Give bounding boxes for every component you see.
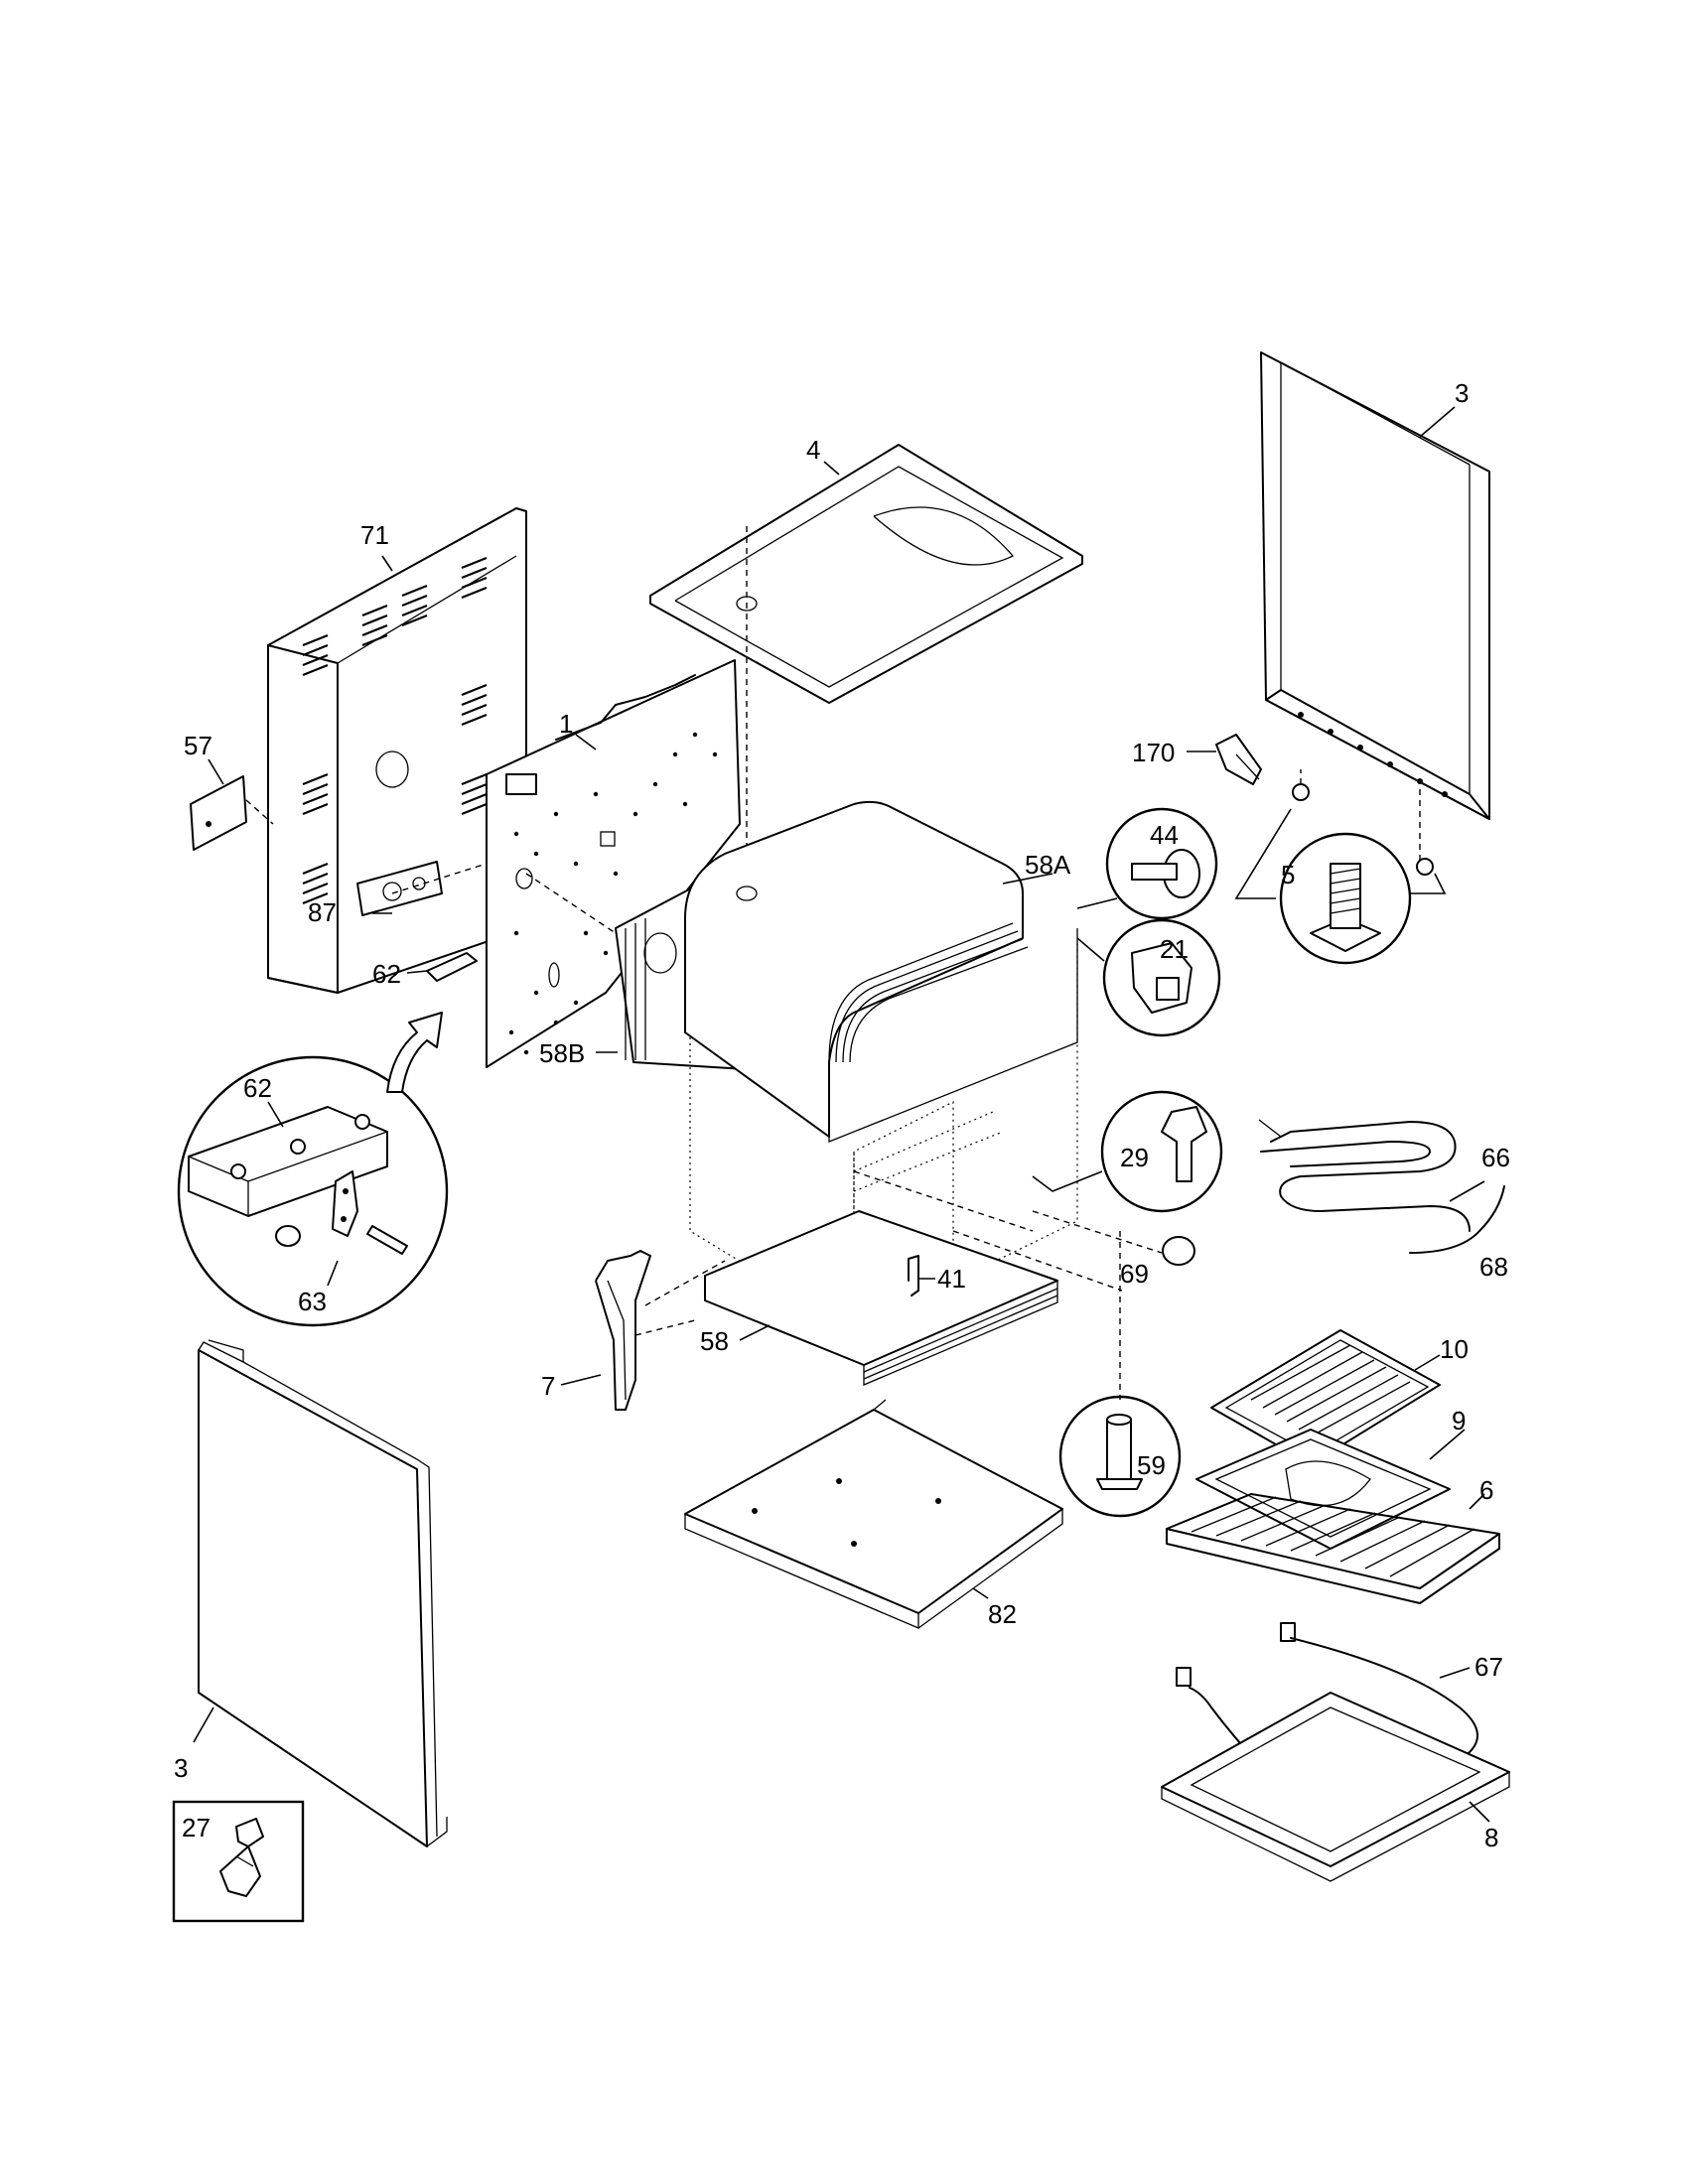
label-9: 9 [1452, 1406, 1466, 1435]
label-59: 59 [1137, 1450, 1166, 1480]
clip-41 [908, 1255, 935, 1297]
label-68: 68 [1479, 1252, 1508, 1282]
callout-box-27 [172, 1800, 305, 1923]
oven-cavity [689, 943, 1123, 1332]
label-67: 67 [1474, 1652, 1503, 1682]
bracket-170 [1187, 734, 1262, 785]
side-panel-3-right [1260, 351, 1490, 864]
label-82: 82 [988, 1599, 1017, 1629]
callout-circle-59 [1058, 1231, 1182, 1518]
label-41: 41 [937, 1264, 966, 1294]
callout-circle-62-63 [177, 1055, 449, 1327]
leveler-screws [1234, 769, 1447, 899]
oven-rack-6 [1166, 1493, 1500, 1604]
label-62-top: 62 [372, 959, 401, 989]
insulation-58a [684, 800, 1078, 1143]
top-plate-4 [649, 444, 1083, 893]
label-29: 29 [1120, 1143, 1149, 1172]
side-panel-3-left [193, 1339, 448, 1847]
label-87: 87 [308, 897, 337, 927]
bottom-panel-82 [684, 1399, 1063, 1629]
label-7: 7 [541, 1371, 555, 1401]
callout-circle-5 [1279, 832, 1412, 965]
label-21: 21 [1160, 934, 1189, 964]
broiler-grid-10 [1210, 1329, 1441, 1465]
part-labels: 71 57 87 62 62 63 1 4 58A 58B 58 41 7 82… [174, 378, 1510, 1852]
label-58a: 58A [1025, 850, 1071, 880]
callout-circle-21 [1076, 918, 1221, 1037]
broil-element-66 [1258, 1119, 1505, 1254]
label-44: 44 [1150, 820, 1179, 850]
insulation-58 [704, 1210, 1058, 1386]
label-27: 27 [182, 1813, 210, 1843]
bottom-pan-8 [1161, 1692, 1510, 1882]
label-4: 4 [806, 435, 820, 465]
label-170: 170 [1132, 738, 1175, 767]
label-8: 8 [1484, 1823, 1498, 1852]
leader-lines [208, 555, 597, 785]
label-3-right: 3 [1455, 378, 1469, 408]
label-69: 69 [1120, 1259, 1149, 1289]
label-1: 1 [559, 709, 573, 739]
terminal-block-62 [372, 912, 478, 1093]
plate-57 [190, 775, 274, 851]
callout-circle-29 [1032, 1090, 1223, 1213]
hinge-7 [560, 1250, 726, 1411]
label-5: 5 [1281, 860, 1295, 889]
label-58b: 58B [539, 1038, 585, 1068]
label-57: 57 [184, 731, 212, 760]
label-58: 58 [700, 1326, 729, 1356]
label-3-left: 3 [174, 1753, 188, 1783]
label-66: 66 [1481, 1143, 1510, 1172]
broiler-pan-9 [1195, 1429, 1466, 1550]
label-62-callout: 62 [243, 1073, 272, 1103]
label-10: 10 [1440, 1334, 1469, 1364]
label-6: 6 [1479, 1475, 1493, 1505]
label-63: 63 [298, 1287, 327, 1316]
callout-circle-44 [1076, 807, 1218, 920]
label-71: 71 [360, 520, 389, 550]
plug-69 [1032, 1210, 1195, 1266]
